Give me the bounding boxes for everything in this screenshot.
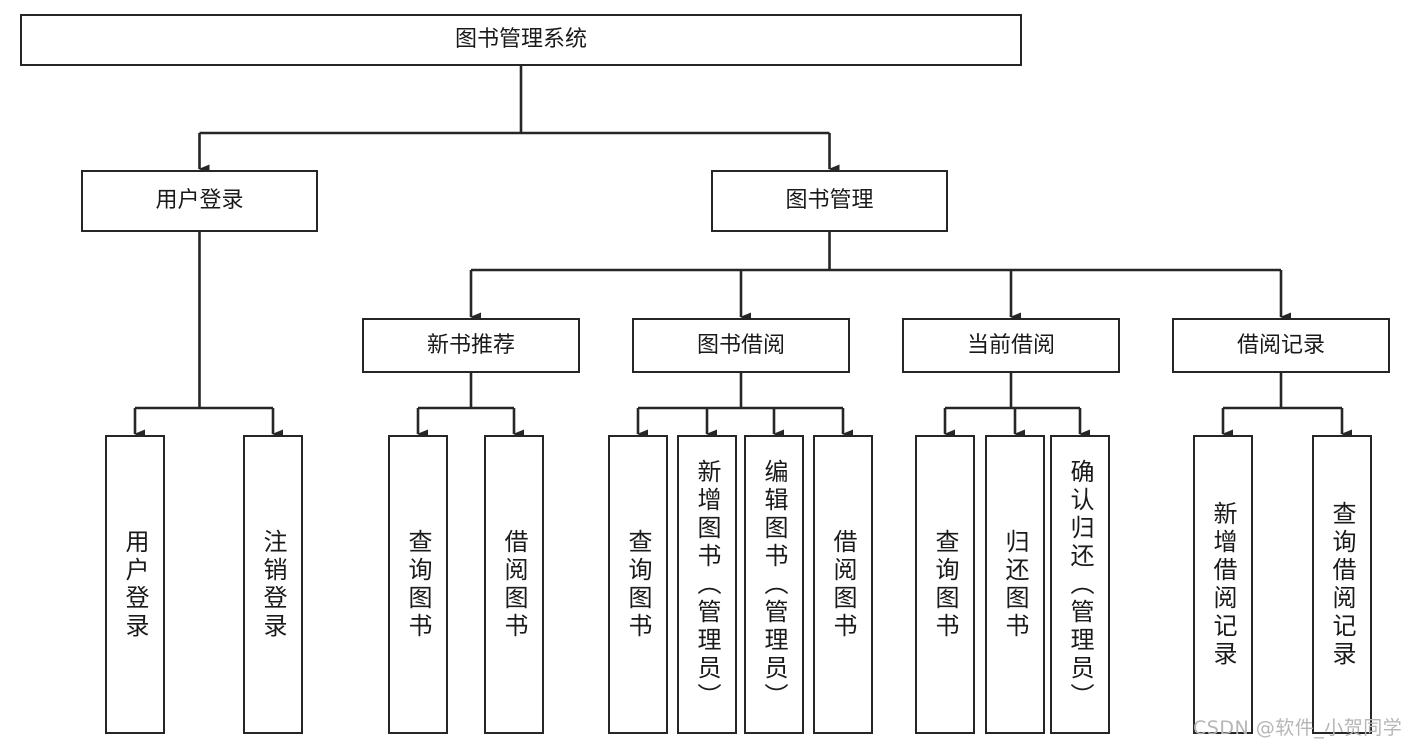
node-book-manage[interactable]: 图书管理 <box>711 170 948 232</box>
node-label: 编辑图书（管理员） <box>760 458 788 711</box>
node-label: 图书借阅 <box>696 332 785 358</box>
node-current-borrow[interactable]: 当前借阅 <box>902 318 1120 373</box>
node-label: 用户登录 <box>121 528 149 641</box>
node-leaf-4[interactable]: 借阅图书 <box>484 435 544 734</box>
node-leaf-1[interactable]: 用户登录 <box>105 435 165 734</box>
node-label: 借阅记录 <box>1236 332 1325 358</box>
node-label: 查询借阅记录 <box>1328 500 1356 669</box>
node-label: 确认归还（管理员） <box>1066 458 1094 711</box>
node-label: 查询图书 <box>624 528 652 641</box>
node-label: 借阅图书 <box>500 528 528 641</box>
node-leaf-6[interactable]: 新增图书（管理员） <box>677 435 737 734</box>
node-label: 图书管理 <box>785 188 874 214</box>
node-leaf-12[interactable]: 新增借阅记录 <box>1193 435 1253 734</box>
node-leaf-10[interactable]: 归还图书 <box>985 435 1045 734</box>
node-leaf-7[interactable]: 编辑图书（管理员） <box>744 435 804 734</box>
node-label: 用户登录 <box>155 188 244 214</box>
node-label: 当前借阅 <box>966 332 1055 358</box>
node-leaf-8[interactable]: 借阅图书 <box>813 435 873 734</box>
node-new-book-rec[interactable]: 新书推荐 <box>362 318 580 373</box>
node-label: 注销登录 <box>259 528 287 641</box>
node-leaf-5[interactable]: 查询图书 <box>608 435 668 734</box>
edges <box>133 66 1352 439</box>
node-book-borrow[interactable]: 图书借阅 <box>632 318 850 373</box>
node-leaf-11[interactable]: 确认归还（管理员） <box>1050 435 1110 734</box>
node-leaf-3[interactable]: 查询图书 <box>388 435 448 734</box>
node-borrow-record[interactable]: 借阅记录 <box>1172 318 1390 373</box>
node-label: 查询图书 <box>931 528 959 641</box>
node-label: 新增借阅记录 <box>1209 500 1237 669</box>
node-leaf-2[interactable]: 注销登录 <box>243 435 303 734</box>
node-label: 图书管理系统 <box>454 27 587 53</box>
node-label: 借阅图书 <box>829 528 857 641</box>
node-leaf-13[interactable]: 查询借阅记录 <box>1312 435 1372 734</box>
node-root[interactable]: 图书管理系统 <box>20 14 1022 66</box>
node-leaf-9[interactable]: 查询图书 <box>915 435 975 734</box>
node-label: 新增图书（管理员） <box>693 458 721 711</box>
node-label: 查询图书 <box>404 528 432 641</box>
node-label: 归还图书 <box>1001 528 1029 641</box>
node-label: 新书推荐 <box>426 332 515 358</box>
node-user-login[interactable]: 用户登录 <box>81 170 318 232</box>
